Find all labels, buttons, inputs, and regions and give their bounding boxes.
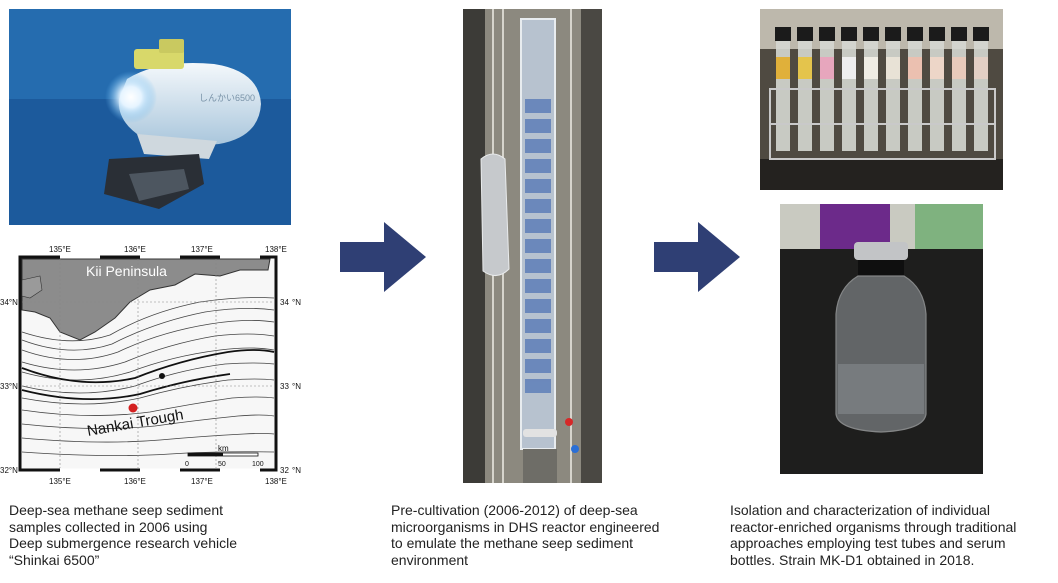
test-tube-rack-photo [760,9,1003,190]
lat-label-right-34-unit: °N [292,298,301,307]
lat-label-right-33-unit: °N [292,382,301,391]
right-arrow-icon [654,222,740,292]
map-svg: Kii Peninsula Nankai Trough km 0 50 100 … [0,240,302,492]
secondary-site-marker [159,373,165,379]
submersible-illustration: しんかい6500 [9,9,291,225]
lat-label-right-33: 33 [280,382,289,391]
lat-label-left-32: 32°N [0,466,18,475]
scale-unit: km [218,444,229,453]
lat-label-left-34: 34°N [0,298,18,307]
lon-label-bottom-135: 135°E [49,477,71,486]
bathymetric-map: Kii Peninsula Nankai Trough km 0 50 100 … [0,240,302,492]
wire-rack [769,88,996,160]
lon-label-top-137: 137°E [191,245,213,254]
lat-label-right-32: 32 [280,466,289,475]
serum-bottle [835,242,927,433]
kii-peninsula-label: Kii Peninsula [86,263,167,279]
lon-label-bottom-137: 137°E [191,477,213,486]
dhs-reactor-photo [463,9,602,483]
reactor-column [520,18,556,450]
scale-bar: km 0 50 100 [185,444,264,468]
gas-bag [480,153,510,276]
submersible-photo: しんかい6500 [9,9,291,225]
lat-label-right-32-unit: °N [292,466,301,475]
serum-bottle-photo [780,204,983,474]
scale-tick-100: 100 [252,461,264,468]
caption-pre-cultivation: Pre-cultivation (2006-2012) of deep-sea … [391,502,660,568]
lat-label-right-34: 34 [280,298,289,307]
lat-label-left-33: 33°N [0,382,18,391]
caption-isolation: Isolation and characterization of indivi… [730,502,1017,568]
test-tubes-illustration [760,9,1003,190]
reactor-illustration [463,9,602,483]
lon-label-bottom-138: 138°E [265,477,287,486]
caption-sampling: Deep-sea methane seep sediment samples c… [9,502,238,568]
lon-label-top-135: 135°E [49,245,71,254]
light-glare [105,71,157,123]
lon-label-top-136: 136°E [124,245,146,254]
scale-tick-50: 50 [218,461,226,468]
serum-bottle-illustration [780,204,983,474]
reactor-sponge-media [525,99,551,393]
svg-text:しんかい6500: しんかい6500 [199,93,255,103]
lon-label-top-138: 138°E [265,245,287,254]
scale-tick-0: 0 [185,461,189,468]
submersible-hull: しんかい6500 [104,39,262,209]
lon-label-bottom-136: 136°E [124,477,146,486]
contour-lines [21,297,275,456]
sample-site-marker [128,403,138,413]
right-arrow-icon [340,222,426,292]
